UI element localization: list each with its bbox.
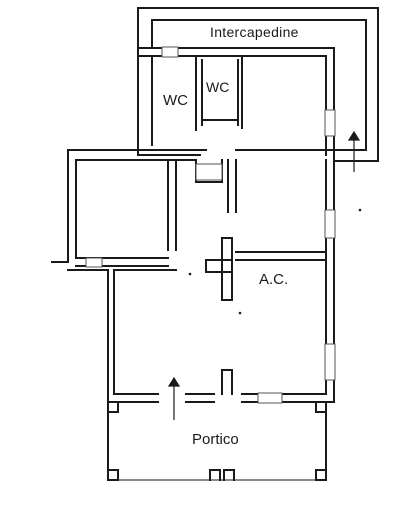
intercapedine-inner-wall <box>151 19 367 151</box>
portico-bottom-left-pillar <box>107 469 119 481</box>
entry-arrows <box>167 130 361 420</box>
portico-bottom-mid-pillars <box>209 469 235 481</box>
mark-dot <box>188 272 192 276</box>
room1-right-wall <box>167 159 177 251</box>
apartment-left-wall <box>51 149 109 403</box>
window-portico <box>257 392 283 404</box>
window-room3-right <box>324 343 336 381</box>
label-wc-left: WC <box>163 92 188 109</box>
mark-dot <box>358 208 362 212</box>
arrow-entry-right-head <box>347 130 361 141</box>
portico-bottom-right-pillar <box>315 469 327 481</box>
room3-left-wall <box>113 269 177 395</box>
window-wc-right <box>324 109 336 137</box>
wc-block-left-wall <box>137 47 201 156</box>
label-wc-right: WC <box>206 79 230 95</box>
bottom-stub-walls <box>221 369 233 395</box>
window-wc-inner <box>195 163 223 181</box>
portico-outline <box>107 401 327 481</box>
marks <box>188 208 362 315</box>
windows <box>85 46 336 404</box>
window-room2-right <box>324 209 336 239</box>
apartment-outer-wall <box>67 149 335 403</box>
portico-right-pillar <box>315 401 327 413</box>
window-wc-top <box>161 46 179 58</box>
room2-left-wall <box>227 159 237 213</box>
label-intercapedine: Intercapedine <box>210 24 299 40</box>
room2-bottom-wall <box>235 251 327 261</box>
mark-dot <box>238 311 242 315</box>
label-ac: A.C. <box>259 271 289 288</box>
window-left <box>85 257 103 268</box>
portico-left-pillar <box>107 401 119 413</box>
central-cross-wall <box>205 237 233 301</box>
arrow-entry-bottom-head <box>167 376 181 387</box>
intercapedine-outer-wall <box>137 7 379 162</box>
label-portico: Portico <box>192 431 239 448</box>
